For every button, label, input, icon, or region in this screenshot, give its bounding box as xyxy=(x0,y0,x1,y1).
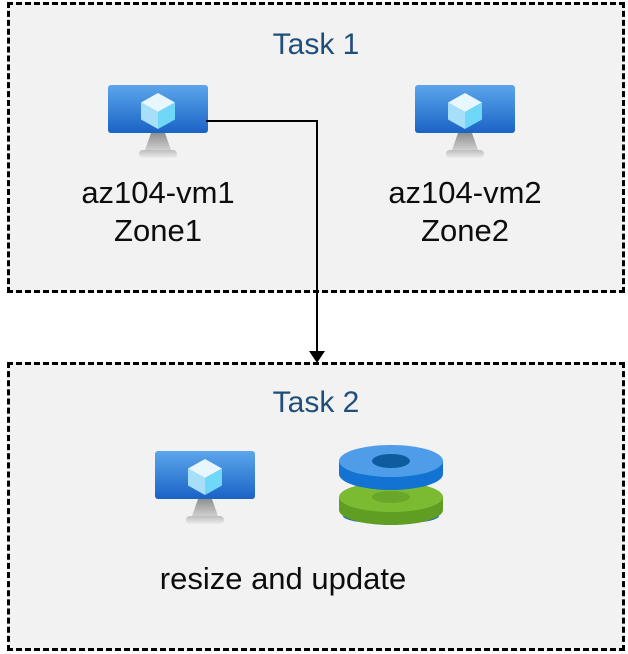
stand-base xyxy=(139,150,177,158)
vm1-name: az104-vm1 xyxy=(81,175,235,210)
disks-icon xyxy=(336,442,446,531)
cube-right xyxy=(158,102,175,129)
cube-left xyxy=(141,102,158,129)
cube-right xyxy=(205,468,222,495)
task2-box xyxy=(7,362,625,651)
monitor xyxy=(155,451,255,524)
task2-title: Task 2 xyxy=(272,386,360,419)
disk-green xyxy=(339,482,443,525)
arrowhead-down-icon xyxy=(309,351,325,363)
vm1-icon xyxy=(108,85,208,164)
stand-base xyxy=(446,150,484,158)
vm1-zone: Zone1 xyxy=(114,213,202,248)
vm2-zone: Zone2 xyxy=(421,213,509,248)
connector-line-vertical xyxy=(316,120,318,352)
task2-caption: resize and update xyxy=(159,561,407,596)
monitor xyxy=(415,85,515,158)
stand-neck xyxy=(145,133,171,150)
connector-line-horizontal xyxy=(206,120,318,122)
cube-left xyxy=(188,468,205,495)
vm1-label: az104-vm1 Zone1 xyxy=(58,174,258,250)
vm2-label: az104-vm2 Zone2 xyxy=(365,174,565,250)
task2-vm-icon xyxy=(155,451,255,530)
task1-title: Task 1 xyxy=(272,28,360,61)
stand-neck xyxy=(452,133,478,150)
stand-neck xyxy=(192,499,218,516)
disk-blue-hole xyxy=(372,454,410,468)
disk-blue xyxy=(339,445,443,490)
stand-base xyxy=(186,516,224,524)
vm2-icon xyxy=(415,85,515,164)
disk-green-hole xyxy=(372,491,410,503)
monitor xyxy=(108,85,208,158)
vm2-name: az104-vm2 xyxy=(388,175,542,210)
cube-right xyxy=(465,102,482,129)
cube-left xyxy=(448,102,465,129)
